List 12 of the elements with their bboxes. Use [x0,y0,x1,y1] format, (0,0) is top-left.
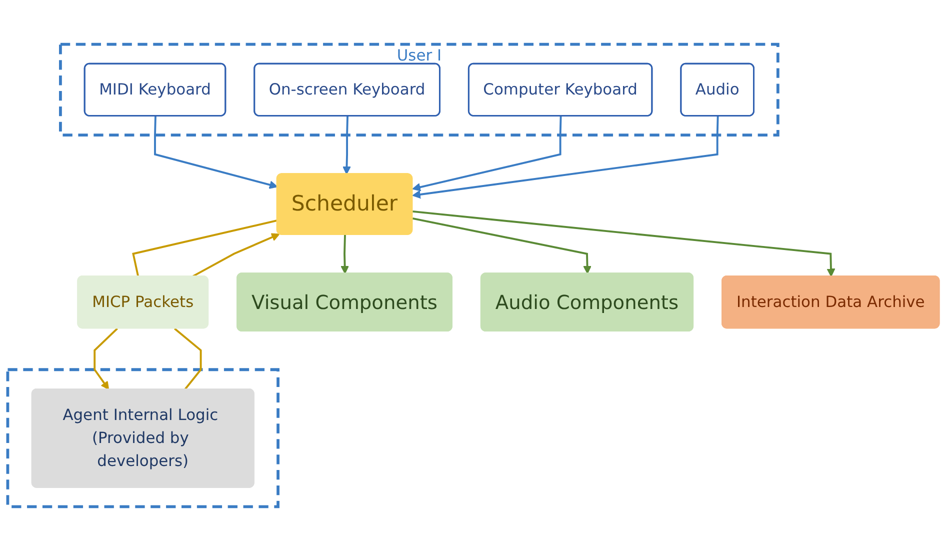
arrow [412,217,592,274]
arrow [342,116,351,175]
arrow [94,328,118,390]
connector [174,328,202,390]
arrow [412,210,836,277]
arrow [412,116,719,199]
cluster [6,368,280,508]
connector [132,220,278,277]
arrow [340,234,350,274]
arrow [154,116,278,189]
arrow [412,116,562,192]
arrow [192,233,280,278]
